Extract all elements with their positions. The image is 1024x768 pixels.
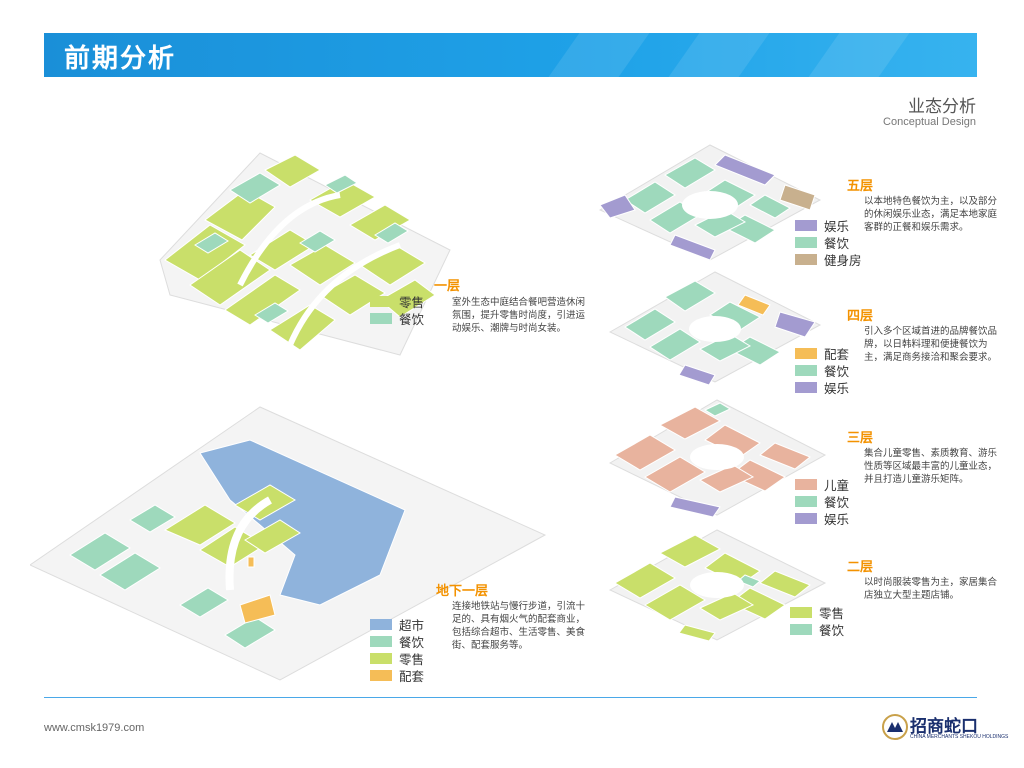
legend-swatch [795, 237, 817, 248]
legend-item: 配套 [795, 345, 849, 362]
floor-4-plan [608, 271, 822, 386]
floor-5-plan [598, 144, 822, 261]
legend-swatch [370, 619, 392, 630]
basement-plan [30, 406, 547, 681]
legend-item: 餐饮 [795, 362, 849, 379]
legend-item: 餐饮 [370, 633, 424, 650]
logo-text: 招商蛇口 [910, 717, 978, 737]
legend-item: 健身房 [795, 251, 862, 268]
legend-item: 儿童 [795, 476, 849, 493]
floor-2-label: 二层 [847, 560, 874, 575]
legend-item: 零售 [370, 650, 424, 667]
header-stripe [808, 33, 910, 77]
legend-swatch [370, 313, 392, 324]
page-title: 前期分析 [64, 44, 177, 74]
legend-item: 餐饮 [795, 493, 849, 510]
legend-swatch [795, 382, 817, 393]
floor-3-plan [608, 399, 827, 518]
section-title: 业态分析 [908, 97, 976, 117]
basement-legend: 超市 餐饮 零售 配套 [370, 616, 424, 684]
company-logo: 招商蛇口 CHINA MERCHANTS SHEKOU HOLDINGS [882, 712, 1008, 742]
legend-item: 娱乐 [795, 379, 849, 396]
floor-5-label: 五层 [847, 179, 874, 194]
footer-divider [44, 697, 977, 698]
legend-swatch [795, 365, 817, 376]
legend-swatch [790, 607, 812, 618]
legend-item: 餐饮 [795, 234, 862, 251]
floor-5-legend: 娱乐 餐饮 健身房 [795, 217, 862, 268]
legend-item: 娱乐 [795, 217, 862, 234]
floor-3-label: 三层 [847, 431, 874, 446]
floor-2-legend: 零售 餐饮 [790, 604, 844, 638]
legend-swatch [370, 636, 392, 647]
floor-1-desc: 室外生态中庭结合餐吧营造休闲氛围，提升零售时尚度，引进运动娱乐、潮牌与时尚女装。 [452, 297, 586, 334]
legend-swatch [795, 496, 817, 507]
legend-swatch [795, 479, 817, 490]
basement-desc: 连接地铁站与慢行步道，引流十足的、具有烟火气的配套商业，包括综合超市、生活零售、… [452, 601, 586, 651]
floor-4-label: 四层 [847, 309, 874, 324]
basement-label: 地下一层 [436, 584, 489, 599]
section-subtitle: Conceptual Design [883, 116, 976, 128]
header-bar: 前期分析 [44, 33, 977, 77]
legend-item: 超市 [370, 616, 424, 633]
floor-1-label: 一层 [434, 279, 461, 294]
legend-swatch [795, 254, 817, 265]
legend-item: 零售 [370, 293, 424, 310]
floor-3-legend: 儿童 餐饮 娱乐 [795, 476, 849, 527]
legend-item: 餐饮 [370, 310, 424, 327]
floor-4-legend: 配套 餐饮 娱乐 [795, 345, 849, 396]
logo-subtext: CHINA MERCHANTS SHEKOU HOLDINGS [910, 734, 1009, 740]
legend-swatch [795, 348, 817, 359]
legend-item: 娱乐 [795, 510, 849, 527]
legend-swatch [795, 513, 817, 524]
header-stripe [668, 33, 770, 77]
floor-2-plan [608, 529, 827, 642]
footer-url[interactable]: www.cmsk1979.com [44, 722, 145, 734]
legend-swatch [790, 624, 812, 635]
floor-3-desc: 集合儿童零售、素质教育、游乐性质等区域最丰富的儿童业态，并且打造儿童游乐矩阵。 [864, 448, 998, 485]
legend-item: 配套 [370, 667, 424, 684]
legend-swatch [795, 220, 817, 231]
floor-4-desc: 引入多个区域首进的品牌餐饮品牌，以日韩料理和便捷餐饮为主，满足商务接洽和聚会要求… [864, 326, 998, 363]
logo-mark-icon [882, 714, 908, 740]
legend-swatch [370, 670, 392, 681]
floor-2-desc: 以时尚服装零售为主，家居集合店独立大型主题店铺。 [864, 577, 998, 601]
legend-swatch [370, 653, 392, 664]
floor-5-desc: 以本地特色餐饮为主，以及部分的休闲娱乐业态，满足本地家庭客群的正餐和娱乐需求。 [864, 196, 998, 233]
legend-swatch [370, 296, 392, 307]
header-stripe [548, 33, 650, 77]
legend-item: 零售 [790, 604, 844, 621]
legend-item: 餐饮 [790, 621, 844, 638]
floor-1-legend: 零售 餐饮 [370, 293, 424, 327]
